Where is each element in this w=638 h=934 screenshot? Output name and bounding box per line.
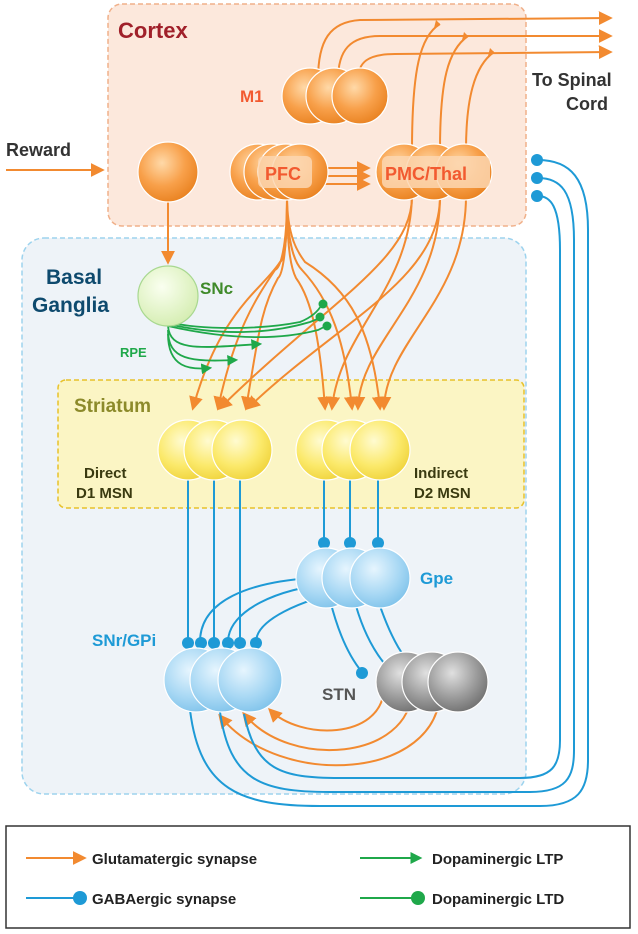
snr-gpi-neurons <box>163 647 283 713</box>
gaba-synapse-dots <box>182 154 543 679</box>
legend-box <box>5 825 631 929</box>
orange-connections <box>6 11 613 767</box>
striatum-label: Striatum <box>74 396 151 417</box>
legend-dopa-ltp: Dopaminergic LTP <box>432 851 563 868</box>
snc-label: SNc <box>200 279 233 298</box>
rpe-label: RPE <box>120 345 147 360</box>
reward-label: Reward <box>6 140 71 160</box>
pmc-thal-label: PMC/Thal <box>385 164 467 184</box>
pmc-up-arrowheads <box>434 20 494 56</box>
snr-gpi-label: SNr/GPi <box>92 631 156 650</box>
m1-label: M1 <box>240 87 264 106</box>
pfc-label: PFC <box>265 164 301 184</box>
legend-glutamatergic: Glutamatergic synapse <box>92 851 257 868</box>
basal-ganglia-label-line1: Basal <box>46 266 102 289</box>
pmc-thal-neurons <box>375 143 493 201</box>
dopa-ltd-dot-icon <box>411 891 425 905</box>
stn-neurons <box>375 651 489 713</box>
indirect-label-line1: Indirect <box>414 465 468 482</box>
spinal-label-line1: To Spinal <box>532 70 612 90</box>
reward-cortex-neuron <box>137 141 199 203</box>
m1-neurons <box>281 67 389 125</box>
gpe-neurons <box>295 547 411 609</box>
gabaergic-dot-icon <box>73 891 87 905</box>
legend-dopa-ltd: Dopaminergic LTD <box>432 891 564 908</box>
gaba-connections <box>187 159 589 807</box>
dopamine-connections <box>167 303 327 375</box>
gpe-label: Gpe <box>420 569 453 588</box>
legend-gabaergic: GABAergic synapse <box>92 891 236 908</box>
pfc-neurons <box>229 143 329 201</box>
indirect-label-line2: D2 MSN <box>414 485 471 502</box>
direct-label-line1: Direct <box>84 465 127 482</box>
basal-ganglia-label-line2: Ganglia <box>32 294 109 317</box>
direct-d1-neurons <box>157 419 273 481</box>
legend: Glutamatergic synapse GABAergic synapse … <box>5 825 631 929</box>
snc-neuron <box>137 265 199 327</box>
indirect-d2-neurons <box>295 419 411 481</box>
stn-label: STN <box>322 685 356 704</box>
dopamine-ltd-dots <box>315 299 332 331</box>
cortex-label: Cortex <box>118 18 188 43</box>
spinal-label-line2: Cord <box>566 94 608 114</box>
direct-label-line2: D1 MSN <box>76 485 133 502</box>
